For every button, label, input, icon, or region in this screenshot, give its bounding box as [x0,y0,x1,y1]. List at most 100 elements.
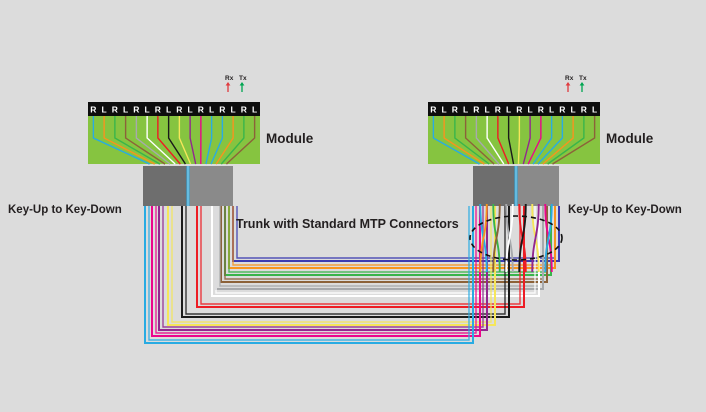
crossover-strand [479,203,488,273]
trunk-route-pair [215,206,536,294]
port-letter: R [516,105,522,115]
tx-label: Tx [239,75,247,82]
crossover-highlight-ellipse [469,215,563,261]
port-letter: L [571,105,576,115]
module-fiber-strand [205,116,213,165]
module-fiber-strand [135,116,171,165]
trunk-route [144,206,474,344]
module-fiber-strand [215,116,234,165]
port-letter: L [549,105,554,115]
port-letter: R [155,105,161,115]
mtp-connector-left-shell[interactable] [473,166,515,206]
module-fiber-strand [220,116,245,165]
port-letter: R [559,105,565,115]
port-letter: L [528,105,533,115]
port-letter: L [145,105,150,115]
port-letter: L [442,105,447,115]
crossover-strand [544,203,553,273]
module-fiber-strand [178,116,192,165]
module-fiber-strand [497,116,510,165]
port-letter: R [430,105,436,115]
port-letter: L [102,105,107,115]
port-letter: R [112,105,118,115]
module-fiber-strand [432,116,480,165]
module-label: Module [266,131,314,146]
module-fiber-strand [103,116,156,165]
port-letter: R [538,105,544,115]
trunk-route [181,206,510,318]
port-letter: R [198,105,204,115]
port-letter: L [123,105,128,115]
port-letter: L [231,105,236,115]
rx-arrowhead-icon [565,82,571,86]
crossover-strand [505,203,514,273]
mtp-connector-left-shell[interactable] [143,166,187,206]
module-fiber-strand [225,116,256,165]
port-letter: L [166,105,171,115]
port-letter: R [473,105,479,115]
port-letter: L [188,105,193,115]
port-letter: R [241,105,247,115]
port-letter: L [252,105,257,115]
module-fiber-strand [464,116,495,165]
module-fiber-strand [167,116,187,165]
port-letter: L [209,105,214,115]
port-letter: L [463,105,468,115]
port-letter: R [133,105,139,115]
trunk-route-pair [155,206,477,334]
port-letter: R [581,105,587,115]
module-fiber-strand [146,116,176,165]
port-letter: R [495,105,501,115]
port-letter: L [506,105,511,115]
port-letter: R [452,105,458,115]
crossover-strand [518,203,527,273]
module-fiber-strand [486,116,505,165]
trunk-route-pair [171,206,492,323]
trunk-route-pair [162,206,484,328]
rx-label: Rx [565,75,574,82]
tx-arrowhead-icon [239,82,245,86]
key-orientation-label: Key-Up to Key-Down [568,204,682,216]
module-fiber-strand [454,116,490,165]
mtp-connector-right-shell[interactable] [517,166,560,206]
module-fiber-strand [542,116,574,165]
mtp-connector-right-shell[interactable] [189,166,234,206]
port-letter: R [219,105,225,115]
module-fiber-strand [475,116,500,165]
tx-arrowhead-icon [579,82,585,86]
port-letter: R [90,105,96,115]
module-port-header [428,102,600,116]
module-fiber-strand [532,116,553,165]
module-fiber-strand [517,116,521,165]
port-letter: L [592,105,597,115]
key-orientation-label: Key-Up to Key-Down [8,204,122,216]
rx-label: Rx [225,75,234,82]
crossover-strand [492,203,501,273]
module-fiber-strand [552,116,596,165]
module-fiber-strand [114,116,161,165]
module-fiber-strand [210,116,224,165]
trunk-route [196,206,525,308]
trunk-cable-routes [144,206,560,344]
trunk-caption: Trunk with Standard MTP Connectors [236,217,459,231]
port-letter: R [176,105,182,115]
module-fiber-strand [547,116,585,165]
module-port-header [88,102,260,116]
polarity-crossover-group [469,203,563,273]
module-fiber-strand [443,116,485,165]
module-fiber-strand [522,116,531,165]
port-letter: L [485,105,490,115]
trunk-route [167,206,496,326]
module-fiber-strand [527,116,542,165]
module-label: Module [606,131,654,146]
module-fiber-strand [537,116,564,165]
tx-label: Tx [579,75,587,82]
rx-arrowhead-icon [225,82,231,86]
crossover-strand [531,203,540,273]
module-fiber-strand [124,116,166,165]
module-fiber-strand [507,116,515,165]
module-fiber-strand [189,116,197,165]
